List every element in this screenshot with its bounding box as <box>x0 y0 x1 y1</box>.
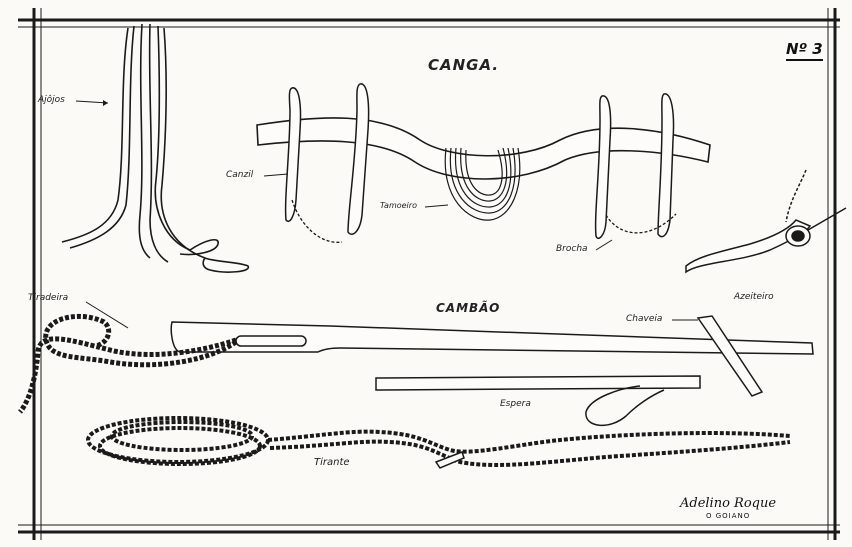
azeiteiro-horn <box>686 170 846 272</box>
label-chaveia: Chaveia <box>626 315 662 324</box>
espera-stick <box>376 376 700 425</box>
plate-number: Nº 3 <box>786 40 823 61</box>
label-espera: Espera <box>500 400 531 409</box>
ajojos-straps <box>62 24 248 272</box>
label-tiradeira: Tiradeira <box>28 294 68 303</box>
artist-signature: Adelino Roque <box>680 496 776 511</box>
label-brocha: Brocha <box>556 245 588 254</box>
tirante-hook <box>436 452 464 468</box>
ajojos-leader-arrow <box>103 100 108 106</box>
label-azeiteiro: Azeiteiro <box>734 293 774 302</box>
canga-yoke <box>257 118 710 179</box>
label-tamoeiro: Tamoeiro <box>380 202 417 210</box>
tirante-rope <box>88 418 790 465</box>
label-ajojos: Ajôjos <box>38 96 65 105</box>
canga-heading: CANGA. <box>428 58 499 73</box>
cambao-heading: CAMBÃO <box>436 302 500 314</box>
canga-leaders <box>264 174 612 250</box>
label-tirante: Tirante <box>314 458 350 468</box>
label-canzil: Canzil <box>226 171 253 180</box>
artist-signature-subtitle: O GOIANO <box>706 512 750 520</box>
chaveia-pin <box>698 316 762 396</box>
